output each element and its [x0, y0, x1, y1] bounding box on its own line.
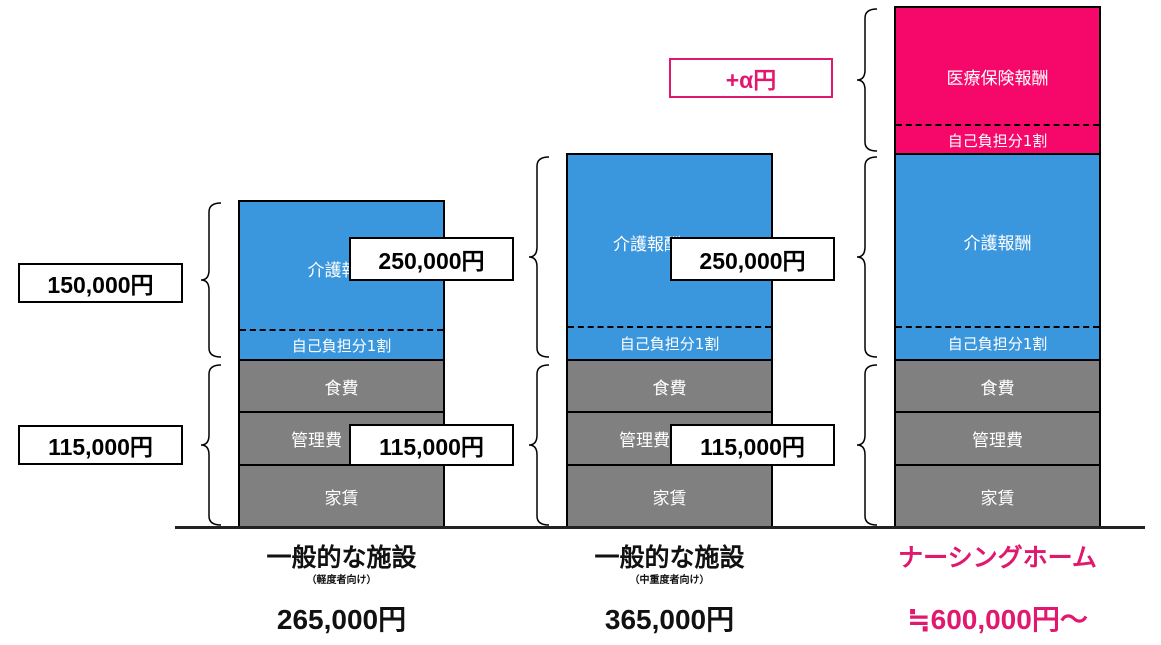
col2-management-label: 管理費 [619, 431, 670, 451]
col2-rent-block: 家賃 [566, 464, 773, 528]
col2-total: 365,000円 [604, 604, 735, 635]
col2-food-label: 食費 [652, 378, 687, 399]
brace-col2-care [528, 156, 550, 358]
col2-food-block: 食費 [566, 359, 773, 413]
col3-care-label: 介護報酬 [963, 233, 1032, 254]
col3-medical-amount: +α円 [669, 58, 833, 98]
col1-rent-label: 家賃 [324, 488, 359, 509]
col1-food-block: 食費 [238, 359, 445, 413]
col3-title: ナーシングホーム [898, 543, 1097, 572]
baseline [175, 526, 1145, 529]
brace-col3-living [856, 364, 878, 526]
col1-title: 一般的な施設 [266, 543, 417, 572]
col1-care-amount: 150,000円 [18, 263, 183, 303]
col3-copay-label: 自己負担分1割 [947, 335, 1048, 353]
col3-rent-block: 家賃 [894, 464, 1101, 528]
brace-col2-living [528, 364, 550, 526]
col3-copay-block: 自己負担分1割 [896, 326, 1099, 359]
col3-medical-copay-label: 自己負担分1割 [947, 131, 1048, 150]
brace-col1-living [200, 364, 222, 526]
col1-copay-label: 自己負担分1割 [291, 336, 392, 355]
col3-living-amount: 115,000円 [670, 424, 835, 466]
col1-management-label: 管理費 [291, 431, 342, 451]
col1-food-label: 食費 [324, 378, 359, 399]
col2-care-label: 介護報酬 [613, 234, 681, 255]
col2-subtitle: （中重度者向け） [629, 575, 710, 586]
col3-medical-block: 医療保険報酬 [894, 6, 1101, 156]
col2-copay-label: 自己負担分1割 [619, 335, 720, 353]
col3-food-block: 食費 [894, 359, 1101, 413]
col1-subtitle: （軽度者向け） [306, 575, 377, 586]
col2-living-amount: 115,000円 [349, 424, 514, 466]
col2-title: 一般的な施設 [594, 543, 745, 572]
col2-care-amount: 250,000円 [349, 237, 514, 281]
col2-rent-label: 家賃 [652, 488, 687, 509]
brace-col3-medical [856, 8, 878, 152]
brace-col3-care [856, 156, 878, 358]
col3-food-label: 食費 [980, 378, 1015, 399]
col1-rent-block: 家賃 [238, 464, 445, 528]
col1-living-amount: 115,000円 [18, 425, 183, 465]
brace-col1-care [200, 202, 222, 358]
col3-management-label: 管理費 [972, 431, 1023, 451]
col3-management-block: 管理費 [894, 411, 1101, 466]
col3-care-amount: 250,000円 [670, 237, 835, 281]
col1-total: 265,000円 [276, 604, 407, 635]
col1-copay-block: 自己負担分1割 [240, 329, 443, 359]
col3-medical-copay-block: 自己負担分1割 [896, 124, 1099, 154]
col3-medical-label: 医療保険報酬 [946, 68, 1049, 89]
col2-copay-block: 自己負担分1割 [568, 326, 771, 359]
col3-total: ≒600,000円〜 [907, 604, 1088, 635]
col3-rent-label: 家賃 [980, 488, 1015, 509]
